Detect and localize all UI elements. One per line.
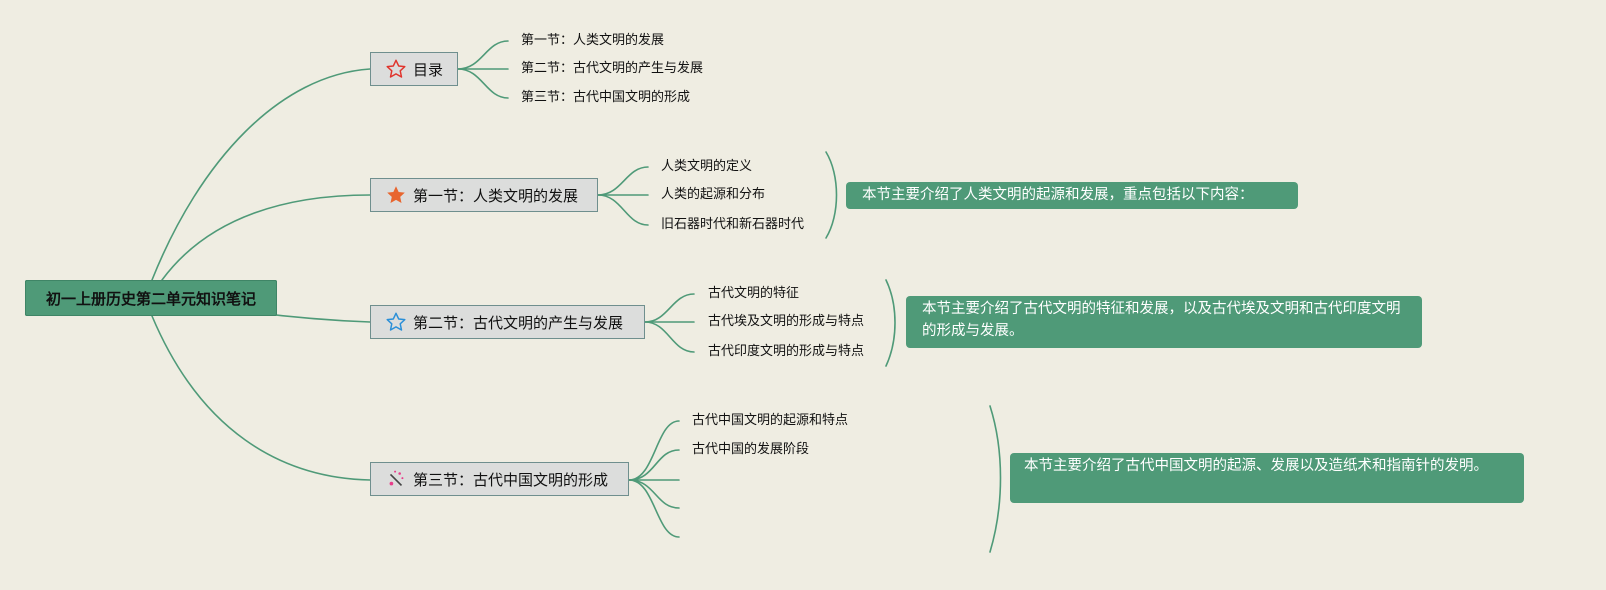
branch-section-1[interactable]: 第一节：人类文明的发展 [370, 178, 598, 212]
star-outline-blue-icon [385, 311, 407, 333]
summary-note[interactable]: 本节主要介绍了古代文明的特征和发展，以及古代埃及文明和古代印度文明的形成与发展。 [906, 296, 1422, 348]
branch-section-3[interactable]: 第三节：古代中国文明的形成 [370, 462, 629, 496]
leaf-topic[interactable]: 人类的起源和分布 [661, 187, 766, 202]
connector-b0-c0 [457, 40, 509, 70]
magic-wand-icon [385, 468, 407, 490]
summary-note[interactable]: 本节主要介绍了古代中国文明的起源、发展以及造纸术和指南针的发明。 [1010, 453, 1524, 503]
leaf-topic[interactable]: 旧石器时代和新石器时代 [661, 217, 805, 232]
leaf-topic[interactable]: 第三节：古代中国文明的形成 [521, 90, 691, 105]
branch-contents[interactable]: 目录 [370, 52, 458, 86]
leaf-topic[interactable]: 古代中国的发展阶段 [692, 442, 810, 457]
branch-label: 目录 [413, 60, 444, 79]
connector-b2-c0 [644, 293, 695, 323]
summary-note[interactable]: 本节主要介绍了人类文明的起源和发展，重点包括以下内容： [846, 182, 1298, 209]
connector-b3-c4 [628, 479, 680, 538]
connector-b0-c2 [457, 68, 509, 99]
summary-brace-b2 [885, 279, 896, 367]
leaf-topic[interactable]: 古代文明的特征 [708, 286, 800, 301]
connector-b1-c0 [597, 166, 649, 196]
branch-label: 第三节：古代中国文明的形成 [413, 470, 609, 489]
star-outline-icon [385, 58, 407, 80]
branch-label: 第二节：古代文明的产生与发展 [413, 313, 624, 332]
summary-brace-b3 [989, 405, 1002, 553]
leaf-topic[interactable]: 古代印度文明的形成与特点 [708, 344, 865, 359]
branch-section-2[interactable]: 第二节：古代文明的产生与发展 [370, 305, 645, 339]
leaf-topic[interactable]: 第二节：古代文明的产生与发展 [521, 61, 704, 76]
leaf-topic[interactable]: 人类文明的定义 [661, 159, 753, 174]
summary-brace-b1 [825, 151, 838, 239]
central-topic[interactable]: 初一上册历史第二单元知识笔记 [25, 280, 277, 316]
leaf-topic[interactable]: 古代埃及文明的形成与特点 [708, 314, 865, 329]
leaf-topic[interactable]: 第一节：人类文明的发展 [521, 33, 665, 48]
connector-b2-c2 [644, 321, 695, 353]
connector-b3-c1 [628, 449, 680, 481]
leaf-topic[interactable]: 古代中国文明的起源和特点 [692, 413, 849, 428]
star-filled-icon [385, 184, 407, 206]
connector-root-b0 [151, 68, 371, 281]
connector-b3-c3 [628, 479, 680, 509]
branch-label: 第一节：人类文明的发展 [413, 186, 579, 205]
connector-root-b1 [161, 194, 371, 281]
connector-b3-c0 [628, 420, 680, 481]
connector-b1-c2 [597, 194, 649, 226]
connector-root-b3 [151, 315, 371, 481]
